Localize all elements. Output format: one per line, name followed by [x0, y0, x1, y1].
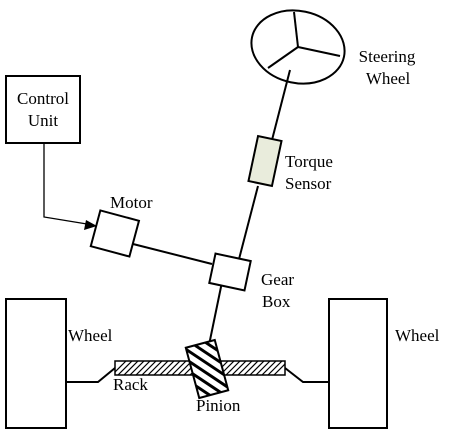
wheel-right-label: Wheel — [395, 326, 440, 345]
steering-wheel — [250, 9, 346, 85]
tie-rod-right — [284, 367, 329, 383]
steering-wheel-spoke-2 — [297, 46, 341, 57]
steering-column-middle — [237, 185, 259, 264]
steering-wheel-label-line1: Steering — [359, 47, 416, 66]
rack-label: Rack — [113, 375, 148, 394]
wheel-left — [5, 298, 67, 429]
control-signal-arrowhead — [84, 220, 97, 230]
gear-box-label-line1: Gear — [261, 270, 294, 289]
pinion — [184, 338, 230, 400]
steering-column-lower — [208, 281, 223, 346]
control-unit-box — [5, 75, 81, 144]
motor-shaft — [132, 243, 213, 265]
steering-wheel-spoke-3 — [267, 46, 299, 69]
torque-sensor-label-line1: Torque — [285, 152, 333, 171]
gear-box — [208, 252, 252, 292]
control-unit-label-line2: Unit — [28, 111, 59, 130]
motor-label: Motor — [110, 193, 153, 212]
motor-box — [89, 209, 141, 258]
wheel-left-label: Wheel — [68, 326, 113, 345]
control-signal-line — [43, 143, 94, 226]
steering-wheel-label-line2: Wheel — [366, 69, 411, 88]
pinion-label: Pinion — [196, 396, 241, 415]
torque-sensor — [247, 134, 283, 188]
control-unit-label-line1: Control — [17, 89, 69, 108]
tie-rod-left — [66, 367, 116, 383]
wheel-right — [328, 298, 388, 429]
gear-box-label-line2: Box — [262, 292, 291, 311]
steering-wheel-spoke-1 — [293, 11, 299, 48]
torque-sensor-label-line2: Sensor — [285, 174, 332, 193]
